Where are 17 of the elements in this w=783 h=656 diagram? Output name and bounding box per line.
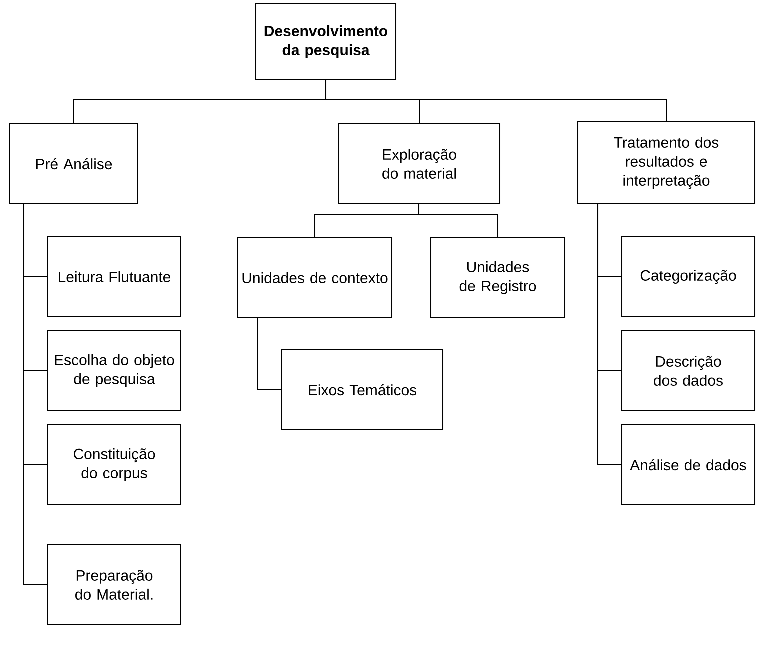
connector-line [598, 204, 622, 466]
title-box: Desenvolvimento da pesquisa [256, 4, 396, 80]
process-box: Eixos Temáticos [282, 350, 444, 430]
process-box: Leitura Flutuante [48, 236, 182, 318]
process-box: Unidades de contexto [238, 238, 392, 318]
process-box: Categorização [622, 236, 756, 318]
process-box: Análise de dados [622, 424, 756, 506]
process-box: Pré Análise [10, 124, 138, 204]
connector-line [258, 318, 282, 390]
process-box: Escolha do objeto de pesquisa [48, 330, 182, 412]
connector-line [418, 204, 498, 238]
process-box: Tratamento dos resultados e interpretação [578, 122, 756, 204]
process-box: Exploração do material [338, 124, 500, 204]
process-box: Unidades de Registro [430, 238, 566, 318]
process-box: Constituição do corpus [48, 424, 182, 506]
process-box: Preparação do Material. [48, 544, 182, 626]
process-box: Descrição dos dados [622, 330, 756, 412]
